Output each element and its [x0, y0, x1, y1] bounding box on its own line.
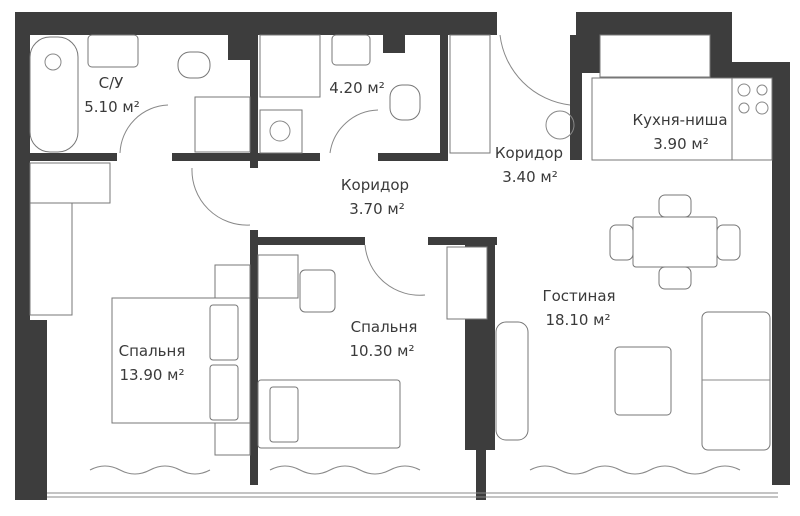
- dining-table: [632, 216, 718, 268]
- wardrobe-2: [29, 162, 111, 204]
- sink-2: [259, 34, 321, 98]
- walls: [15, 12, 790, 500]
- sofa: [701, 311, 771, 451]
- room-area: 5.10 м²: [84, 98, 140, 116]
- room-name: Кухня-ниша: [632, 111, 727, 129]
- room-labels: С/У 5.10 м² 4.20 м² Коридор 3.70 м² Кори…: [84, 74, 727, 384]
- coffee-table: [614, 346, 672, 416]
- kitchen-top: [599, 34, 711, 78]
- room-area: 18.10 м²: [545, 311, 610, 329]
- room-area: 4.20 м²: [329, 79, 385, 97]
- sink: [87, 34, 139, 68]
- room-area: 10.30 м²: [349, 342, 414, 360]
- washing-machine: [259, 109, 303, 154]
- room-area: 3.70 м²: [349, 200, 405, 218]
- room-name: С/У: [99, 74, 124, 92]
- room-area: 3.90 м²: [653, 135, 709, 153]
- room-name: Спальня: [351, 318, 418, 336]
- shower: [194, 96, 251, 153]
- room-area: 3.40 м²: [502, 168, 558, 186]
- wardrobe: [449, 34, 491, 154]
- round-table: [545, 110, 575, 140]
- toilet-2: [389, 84, 421, 121]
- room-name: Коридор: [341, 176, 409, 194]
- room-name: Спальня: [119, 342, 186, 360]
- windows: [47, 492, 778, 498]
- room-area: 13.90 м²: [119, 366, 184, 384]
- chair: [299, 269, 336, 313]
- kitchen-counter: [591, 77, 733, 161]
- room-name: Коридор: [495, 144, 563, 162]
- room-name: Гостиная: [542, 287, 615, 305]
- wardrobe-3: [29, 202, 73, 316]
- toilet: [177, 51, 211, 79]
- desk: [257, 254, 299, 299]
- furniture: [29, 34, 773, 475]
- wardrobe-4: [446, 246, 488, 320]
- bathtub: [29, 36, 79, 153]
- tv-unit: [495, 321, 529, 441]
